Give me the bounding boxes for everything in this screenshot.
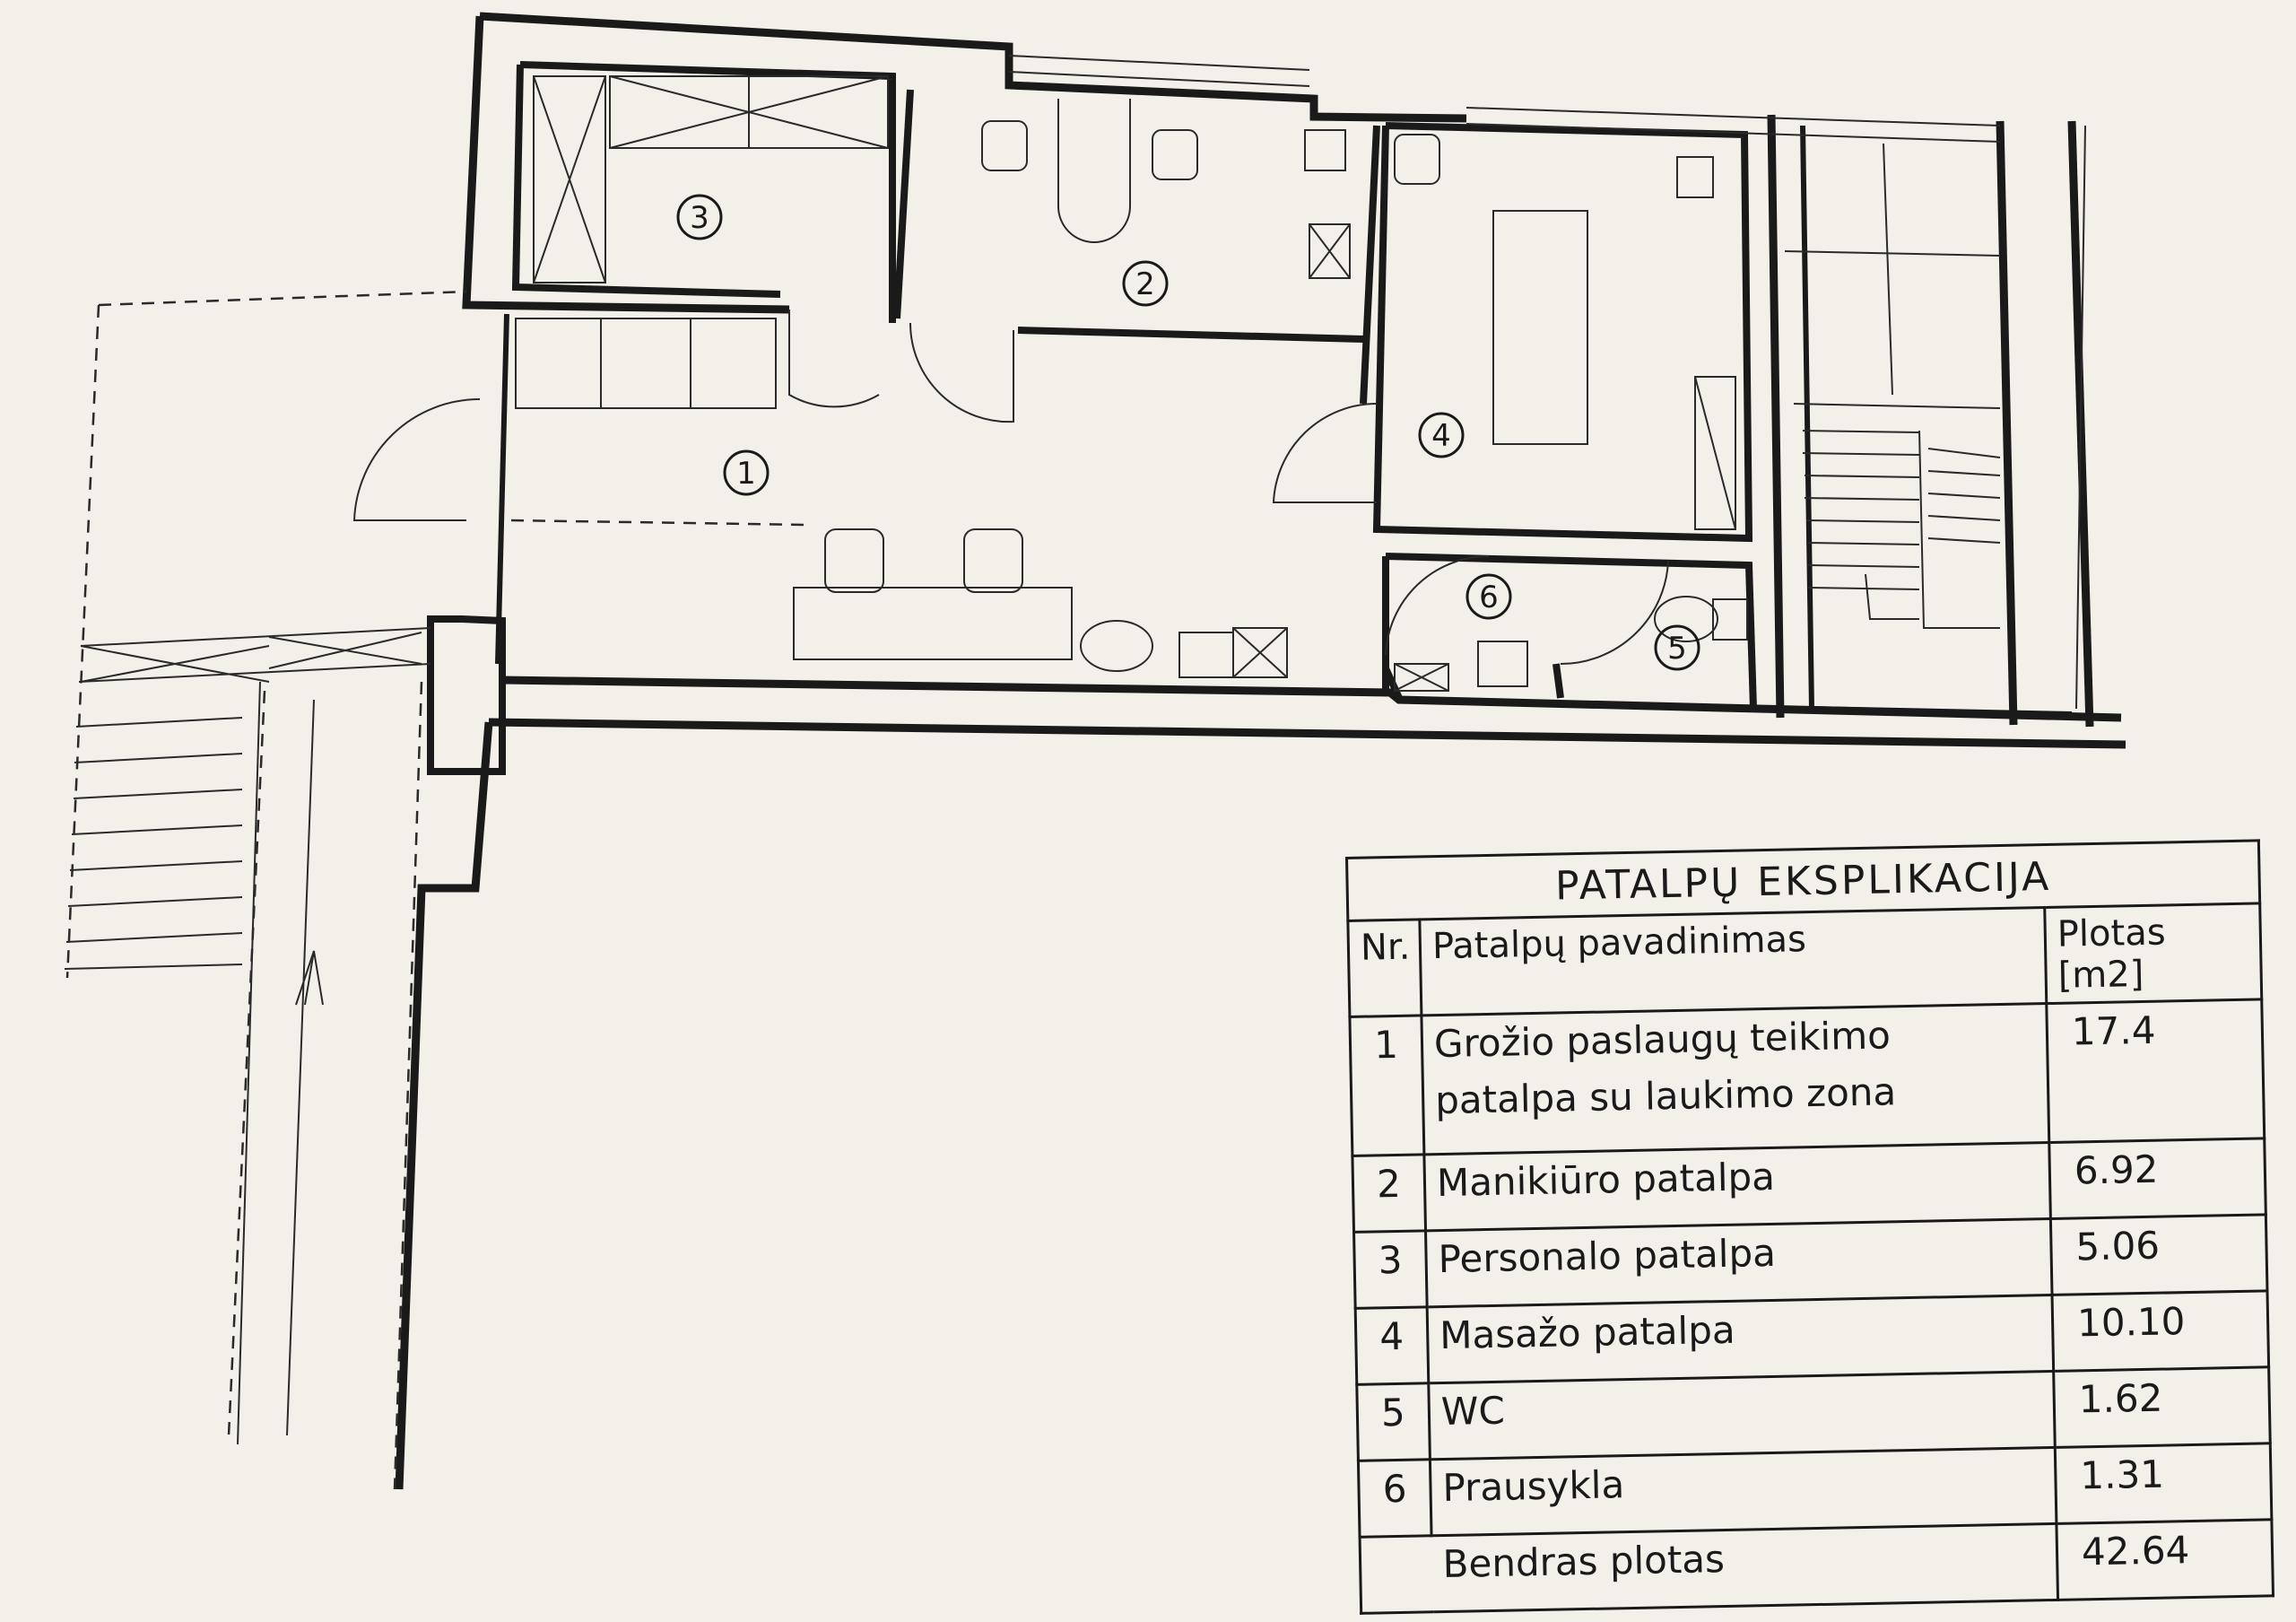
row-nr: 5 [1356, 1382, 1431, 1461]
header-name: Patalpų pavadinimas [1419, 907, 2047, 1016]
massage-room-furniture [1394, 134, 1736, 530]
row-area: 6.92 [2048, 1138, 2266, 1219]
row-area: 1.62 [2053, 1366, 2271, 1448]
staircase-right [1784, 143, 2001, 629]
storage-room-furniture [533, 75, 889, 283]
table-total-row: Bendras plotas 42.64 [1360, 1519, 2274, 1614]
row-area: 5.06 [2050, 1214, 2267, 1295]
svg-text:1: 1 [736, 456, 756, 492]
svg-text:5: 5 [1667, 631, 1687, 667]
row-nr: 3 [1353, 1230, 1428, 1309]
room-marker-5: 5 [1654, 624, 1700, 671]
main-room-furniture [510, 318, 1288, 678]
row-name: Prausykla [1430, 1447, 2057, 1536]
row-nr: 6 [1358, 1459, 1432, 1538]
row-name: WC [1428, 1371, 2056, 1460]
room-marker-3: 3 [676, 194, 723, 240]
exterior-stairs-left [64, 290, 467, 1490]
room-marker-4: 4 [1418, 412, 1465, 458]
explication-grid: Nr. Patalpų pavadinimas Plotas [m2] 1 Gr… [1346, 902, 2274, 1614]
room-number-markers: 1 2 3 4 5 6 [676, 194, 1700, 671]
row-area: 10.10 [2052, 1290, 2269, 1372]
row-name: Grožio paslaugų teikimo patalpa su lauki… [1421, 1003, 2049, 1155]
row-nr: 2 [1352, 1154, 1426, 1233]
header-area: Plotas [m2] [2044, 903, 2262, 1004]
svg-text:2: 2 [1135, 266, 1155, 302]
row-name: Masažo patalpa [1427, 1295, 2054, 1383]
room-marker-6: 6 [1465, 573, 1512, 620]
table-header-row: Nr. Patalpų pavadinimas Plotas [m2] [1347, 903, 2262, 1017]
row-nr: 1 [1349, 1015, 1424, 1156]
total-area: 42.64 [2056, 1519, 2274, 1600]
interior-walls [427, 61, 1757, 775]
room-marker-2: 2 [1122, 260, 1169, 307]
row-nr: 4 [1355, 1306, 1429, 1385]
row-name-line-1: Grožio paslaugų teikimo [1433, 1013, 1892, 1067]
row-name: Manikiūro patalpa [1423, 1142, 2051, 1231]
bathroom-fixtures [1394, 596, 1748, 692]
table-row: 1 Grožio paslaugų teikimo patalpa su lau… [1349, 998, 2265, 1156]
total-label: Bendras plotas [1431, 1523, 2058, 1612]
svg-text:6: 6 [1479, 580, 1499, 615]
room-marker-1: 1 [723, 449, 770, 496]
header-nr: Nr. [1347, 919, 1422, 1017]
manicure-room-furniture [981, 99, 1351, 279]
doors [352, 310, 1669, 666]
row-name: Personalo patalpa [1425, 1218, 2053, 1307]
row-area: 17.4 [2046, 998, 2265, 1143]
svg-text:3: 3 [690, 200, 709, 236]
room-explication-table: PATALPŲ EKSPLIKACIJA Nr. Patalpų pavadin… [1345, 839, 2274, 1614]
row-name-line-2: patalpa su laukimo zona [1434, 1069, 1897, 1123]
row-area: 1.31 [2055, 1443, 2272, 1524]
svg-text:4: 4 [1431, 418, 1451, 454]
total-nr-empty [1360, 1535, 1433, 1614]
windows [1008, 55, 2086, 710]
